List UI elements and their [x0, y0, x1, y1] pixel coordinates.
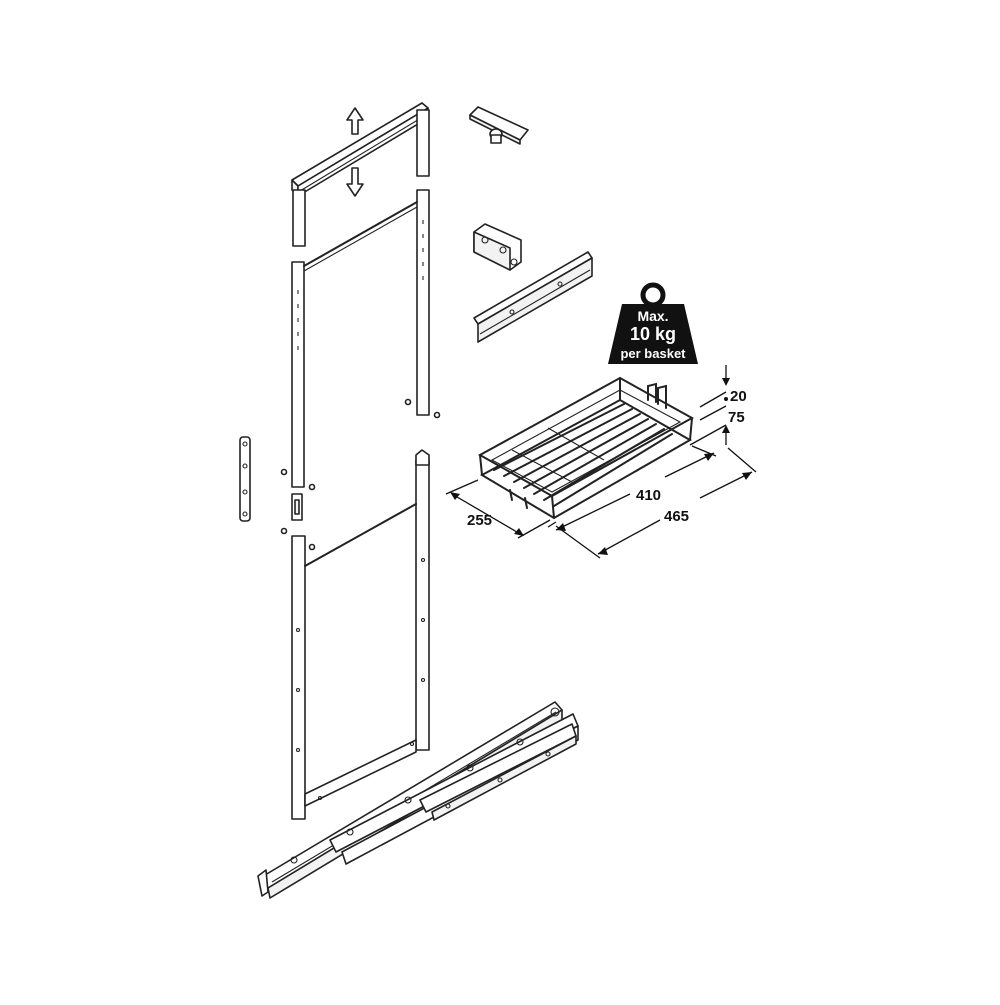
top-crossbar — [291, 102, 430, 247]
weight-label-line1: Max. — [637, 308, 668, 324]
max-load-weight-icon: Max. 10 kg per basket — [608, 282, 698, 364]
depth-dimension: 410 465 — [547, 445, 757, 559]
dimension-20: 20 — [730, 388, 747, 405]
door-fixing-rail — [473, 251, 593, 343]
top-pivot-bracket — [469, 106, 529, 145]
width-dimension: 255 — [445, 479, 551, 539]
joint-connector — [291, 493, 303, 521]
wire-basket — [477, 376, 695, 520]
height-dimension: 20 75 — [689, 365, 747, 446]
screw-icon — [280, 398, 441, 551]
hinge-bracket — [473, 223, 522, 271]
connector-plate — [239, 436, 251, 522]
dimension-75: 75 — [728, 409, 745, 426]
weight-label-line3: per basket — [620, 346, 686, 361]
lower-frame — [291, 449, 430, 820]
dimension-255: 255 — [467, 512, 492, 529]
dimension-410: 410 — [636, 487, 661, 504]
weight-label-line2: 10 kg — [630, 324, 676, 344]
pull-out-runners — [257, 701, 579, 899]
height-adjust-arrow-icon — [346, 107, 364, 197]
dimension-465: 465 — [664, 508, 689, 525]
upper-frame — [291, 189, 430, 488]
